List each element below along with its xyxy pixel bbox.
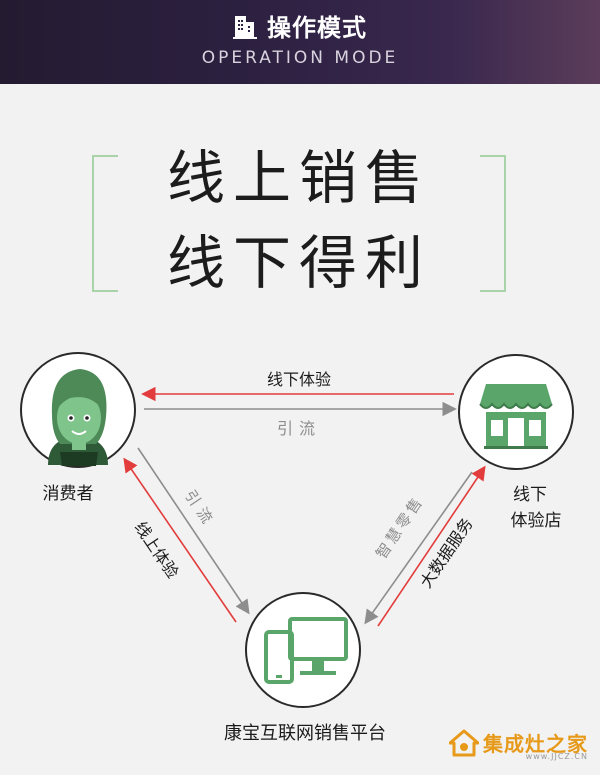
consumer-label: 消费者 <box>43 484 94 504</box>
label-store-to-platform: 智慧零售 <box>372 492 427 562</box>
watermark-name: 集成灶之家 <box>483 732 588 756</box>
label-consumer-to-store: 引流 <box>277 419 321 438</box>
storefront-icon <box>479 384 553 449</box>
building-icon <box>233 15 257 39</box>
right-bracket <box>480 155 506 292</box>
slogan-line-1: 线上销售 <box>166 144 431 212</box>
watermark-url: www.JJCZ.CN <box>525 752 588 761</box>
arrow-platform-to-consumer <box>123 457 237 623</box>
arrow-consumer-to-platform <box>137 447 250 615</box>
header-banner: 操作模式 OPERATION MODE <box>0 0 600 84</box>
store-label-line2: 体验店 <box>511 511 562 531</box>
label-platform-to-store: 大数据服务 <box>416 514 476 591</box>
slogan-line-2: 线下得利 <box>166 229 431 297</box>
platform-label: 康宝互联网销售平台 <box>224 723 386 744</box>
consumer-node <box>20 352 136 468</box>
platform-node <box>245 592 361 708</box>
left-bracket <box>92 155 118 292</box>
arrow-store-to-platform <box>364 471 473 625</box>
store-label-line1: 线下 <box>513 485 547 505</box>
arrow-platform-to-store <box>377 465 486 627</box>
label-platform-to-consumer: 线上体验 <box>131 518 183 582</box>
slogan-frame <box>92 155 506 292</box>
header-title: 操作模式 <box>267 14 367 42</box>
devices-icon <box>264 617 348 684</box>
header-title-row: 操作模式 <box>0 8 600 43</box>
header-subtitle: OPERATION MODE <box>201 48 399 68</box>
house-logo-icon <box>449 729 479 756</box>
label-store-to-consumer: 线下体验 <box>267 370 331 389</box>
store-node <box>458 354 574 470</box>
watermark: 集成灶之家 www.JJCZ.CN <box>449 728 588 761</box>
label-consumer-to-platform: 引流 <box>181 487 219 532</box>
woman-avatar-icon <box>48 369 108 466</box>
